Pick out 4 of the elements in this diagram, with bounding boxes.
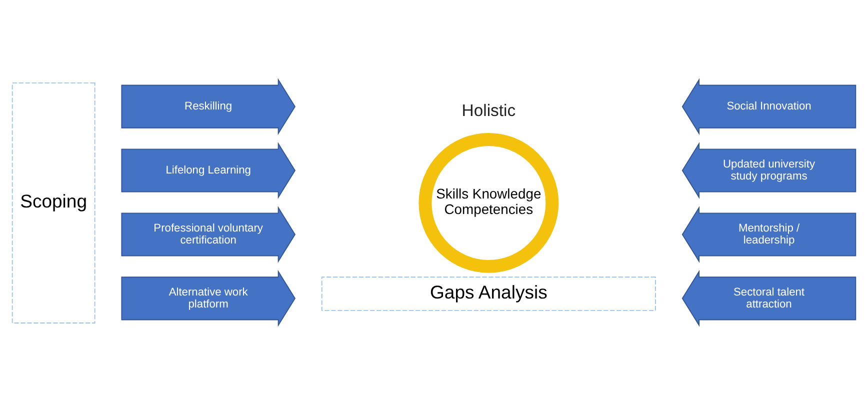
- node-box: Gaps Analysis: [321, 276, 656, 310]
- node-box: Scoping: [12, 82, 96, 323]
- label: Holistic: [462, 100, 516, 120]
- node-circle: Skills Knowledge Competencies: [418, 132, 559, 272]
